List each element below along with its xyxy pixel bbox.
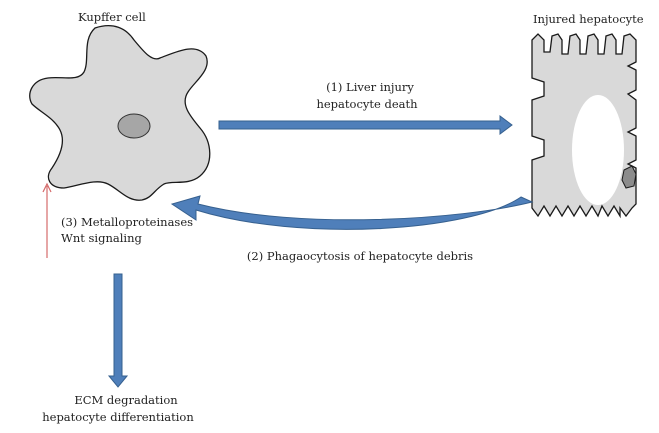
step3-label-line2: Wnt signaling — [61, 231, 142, 245]
arrow-ecm-degradation — [107, 273, 129, 388]
up-arrow-icon — [42, 182, 52, 258]
step2-label: (2) Phagaocytosis of hepatocyte debris — [247, 249, 473, 263]
arrow-phagocytosis — [170, 195, 534, 230]
step1-label-line2: hepatocyte death — [316, 97, 418, 111]
outcome-label-line1: ECM degradation — [74, 393, 178, 407]
injured-hepatocyte-label: Injured hepatocyte — [533, 12, 644, 26]
kupffer-cell-label: Kupffer cell — [78, 10, 146, 24]
outcome-label-line2: hepatocyte differentiation — [42, 410, 194, 424]
injured-hepatocyte — [531, 33, 637, 219]
kupffer-cell-body — [29, 25, 211, 201]
kupffer-nucleus — [117, 113, 151, 139]
step1-label-line1: (1) Liver injury — [326, 80, 414, 94]
hepatocyte-vacuole — [572, 95, 624, 205]
kupffer-cell — [29, 25, 211, 201]
hepatocyte-fragment — [621, 165, 637, 189]
arrow-liver-injury — [218, 115, 513, 135]
step3-label-line1: (3) Metalloproteinases — [61, 215, 193, 229]
